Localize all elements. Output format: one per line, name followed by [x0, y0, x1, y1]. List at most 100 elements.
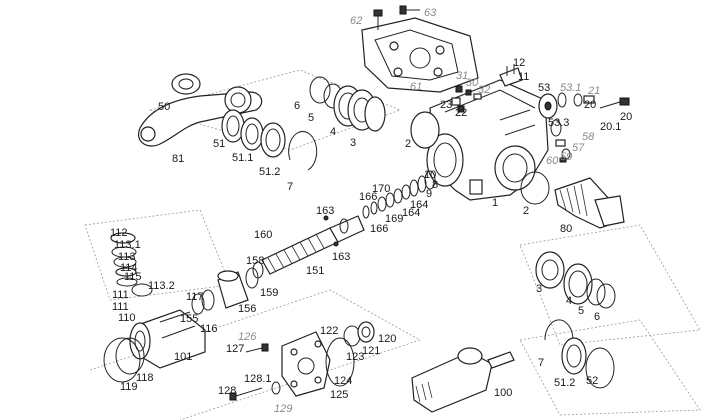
label-5-top: 5	[308, 112, 314, 124]
label-118: 118	[136, 372, 154, 384]
label-20: 20	[620, 111, 632, 123]
label-30: 30	[466, 77, 479, 89]
label-63: 63	[424, 7, 437, 19]
seal-51	[221, 109, 245, 143]
label-51: 51	[213, 138, 225, 150]
label-12: 12	[513, 57, 525, 69]
label-110: 110	[118, 312, 136, 324]
bolt-62	[373, 9, 383, 30]
label-23: 23	[440, 99, 452, 111]
ring-159	[245, 267, 259, 289]
seal-53-3	[550, 119, 562, 137]
label-124: 124	[334, 375, 352, 387]
label-100: 100	[494, 387, 512, 399]
guide-box-right-bottom	[519, 319, 701, 416]
ring-21	[573, 93, 583, 107]
pin-163-bottom	[333, 241, 339, 247]
label-9: 9	[426, 188, 432, 200]
label-123: 123	[346, 351, 364, 363]
label-22: 22	[455, 107, 467, 119]
bolt-127	[245, 343, 269, 353]
label-11: 11	[518, 71, 529, 83]
plate-12	[499, 67, 523, 87]
label-113-1: 113.1	[114, 239, 141, 251]
gasket-125	[325, 337, 355, 387]
nut-50	[171, 73, 201, 95]
label-21: 21	[587, 85, 600, 97]
fitting-31-30-32	[455, 85, 482, 100]
label-116: 116	[200, 323, 218, 335]
seal-kit-112-115	[110, 232, 153, 297]
bolt-128	[229, 387, 263, 401]
label-128: 128	[218, 385, 236, 397]
label-59: 59	[560, 151, 572, 163]
plug-20	[583, 95, 595, 104]
ring-stack-170-164	[362, 170, 436, 219]
label-121: 121	[362, 345, 380, 357]
label-151: 151	[306, 265, 324, 277]
label-62: 62	[350, 15, 362, 27]
label-51-2-top: 51.2	[259, 166, 280, 178]
piston-101	[129, 309, 206, 369]
parts-58-57-59-60	[555, 139, 571, 163]
label-51-1: 51.1	[232, 152, 253, 164]
label-155: 155	[180, 313, 198, 325]
label-170: 170	[372, 183, 390, 195]
race-3	[364, 96, 386, 132]
label-8: 8	[432, 179, 438, 191]
label-156: 156	[238, 303, 256, 315]
label-53: 53	[538, 82, 550, 94]
label-117: 117	[186, 291, 204, 303]
label-122: 122	[320, 325, 338, 337]
label-60: 60	[546, 155, 559, 167]
label-113: 113	[118, 251, 136, 263]
seal-52	[585, 347, 615, 389]
pin-163-top	[323, 215, 329, 221]
ring-118-119	[103, 337, 145, 383]
label-127: 127	[226, 343, 244, 355]
label-128-1: 128.1	[244, 373, 272, 385]
label-20-1: 20.1	[600, 121, 621, 133]
label-5-right: 5	[578, 305, 584, 317]
bolt-20-1	[599, 97, 630, 109]
label-164-bottom: 164	[402, 207, 420, 219]
ring-117-116	[191, 289, 215, 315]
label-114: 114	[120, 262, 138, 274]
guide-box-right-bearing	[519, 224, 701, 346]
label-53-3: 53.3	[548, 117, 569, 129]
label-2-bottom: 2	[523, 205, 529, 217]
label-81: 81	[172, 153, 184, 165]
label-160: 160	[254, 229, 272, 241]
label-57: 57	[572, 142, 585, 154]
bolt-63	[399, 5, 420, 15]
washer-53-1	[557, 92, 567, 108]
label-6-top: 6	[294, 100, 300, 112]
label-3-right: 3	[536, 283, 542, 295]
label-163-bottom: 163	[332, 251, 350, 263]
seal-51-2	[260, 122, 286, 158]
label-20a: 20	[584, 99, 596, 111]
label-158: 158	[246, 255, 264, 267]
label-53-1: 53.1	[560, 82, 581, 94]
label-6-right: 6	[594, 311, 600, 323]
washer-128-1	[271, 381, 281, 395]
ring-6	[309, 76, 331, 104]
label-58: 58	[582, 131, 595, 143]
label-1: 1	[492, 197, 498, 209]
label-119: 119	[120, 381, 138, 393]
gasket-2-bottom	[520, 171, 550, 205]
label-129: 129	[274, 403, 292, 415]
label-10: 10	[424, 169, 436, 181]
mounting-bracket-61	[361, 17, 479, 93]
label-7-right: 7	[538, 357, 544, 369]
seal-51-2-right	[561, 337, 587, 375]
label-112: 112	[110, 227, 128, 239]
fitting-23-22	[451, 97, 465, 113]
label-111-a: 111	[112, 289, 129, 301]
label-50: 50	[158, 101, 170, 113]
seal-51-1	[240, 117, 264, 151]
label-4-right: 4	[566, 295, 572, 307]
label-126: 126	[238, 331, 257, 343]
